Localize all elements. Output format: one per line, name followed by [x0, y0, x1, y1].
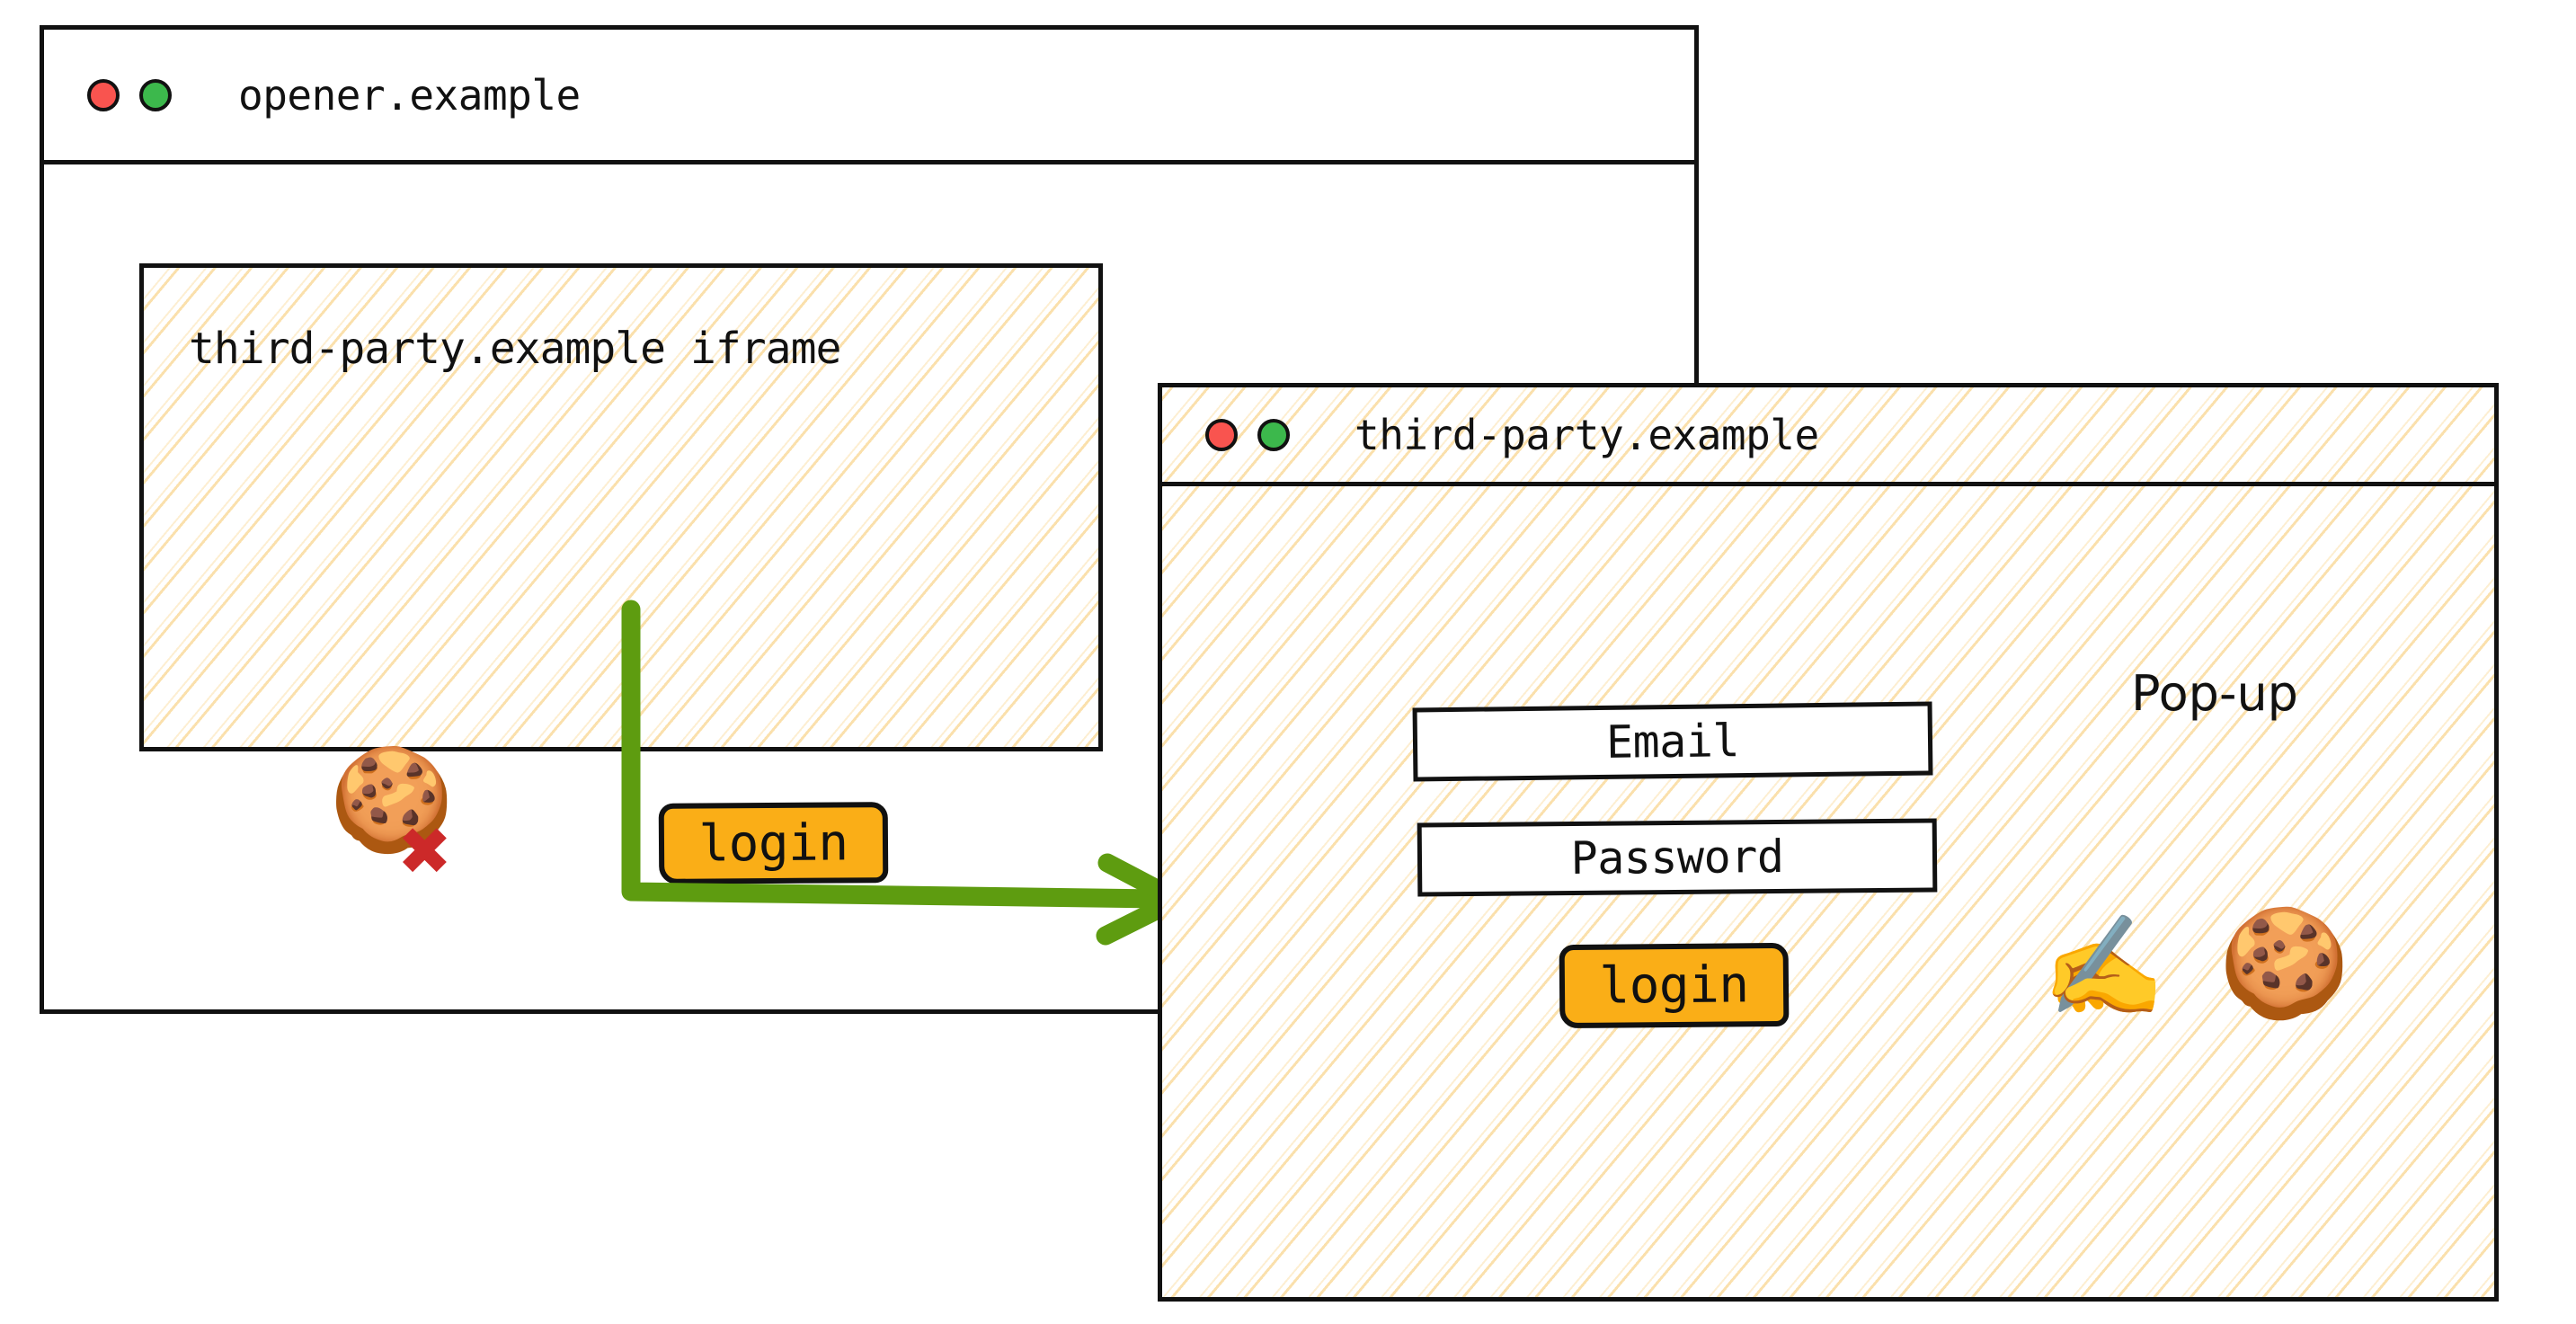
maximize-window-dot-icon[interactable] — [139, 78, 172, 111]
iframe-login-button[interactable]: login — [658, 802, 889, 884]
password-field[interactable]: Password — [1417, 818, 1938, 897]
maximize-window-dot-icon[interactable] — [1257, 418, 1290, 451]
opener-window-title: opener.example — [238, 70, 581, 120]
writing-hand-icon: ✍️ — [2042, 909, 2165, 1024]
cookie-icon: 🍪 — [2218, 901, 2350, 1025]
close-window-dot-icon[interactable] — [87, 78, 120, 111]
popup-annotation-label: Pop-up — [2131, 665, 2298, 722]
popup-window-title: third-party.example — [1355, 410, 1819, 459]
popup-login-button[interactable]: login — [1559, 942, 1790, 1029]
third-party-iframe: third-party.example iframe 🍪 ✖ login — [139, 263, 1103, 893]
popup-window-titlebar: third-party.example — [1162, 387, 2494, 486]
cookie-icon: 🍪 — [329, 742, 455, 858]
opener-traffic-lights — [87, 78, 172, 111]
cookie-blocked-cross-icon: ✖ — [400, 800, 452, 901]
email-field[interactable]: Email — [1412, 701, 1933, 782]
popup-traffic-lights — [1205, 418, 1290, 451]
opener-window-titlebar: opener.example — [44, 30, 1694, 164]
iframe-title-label: third-party.example iframe — [189, 324, 841, 374]
close-window-dot-icon[interactable] — [1205, 418, 1238, 451]
